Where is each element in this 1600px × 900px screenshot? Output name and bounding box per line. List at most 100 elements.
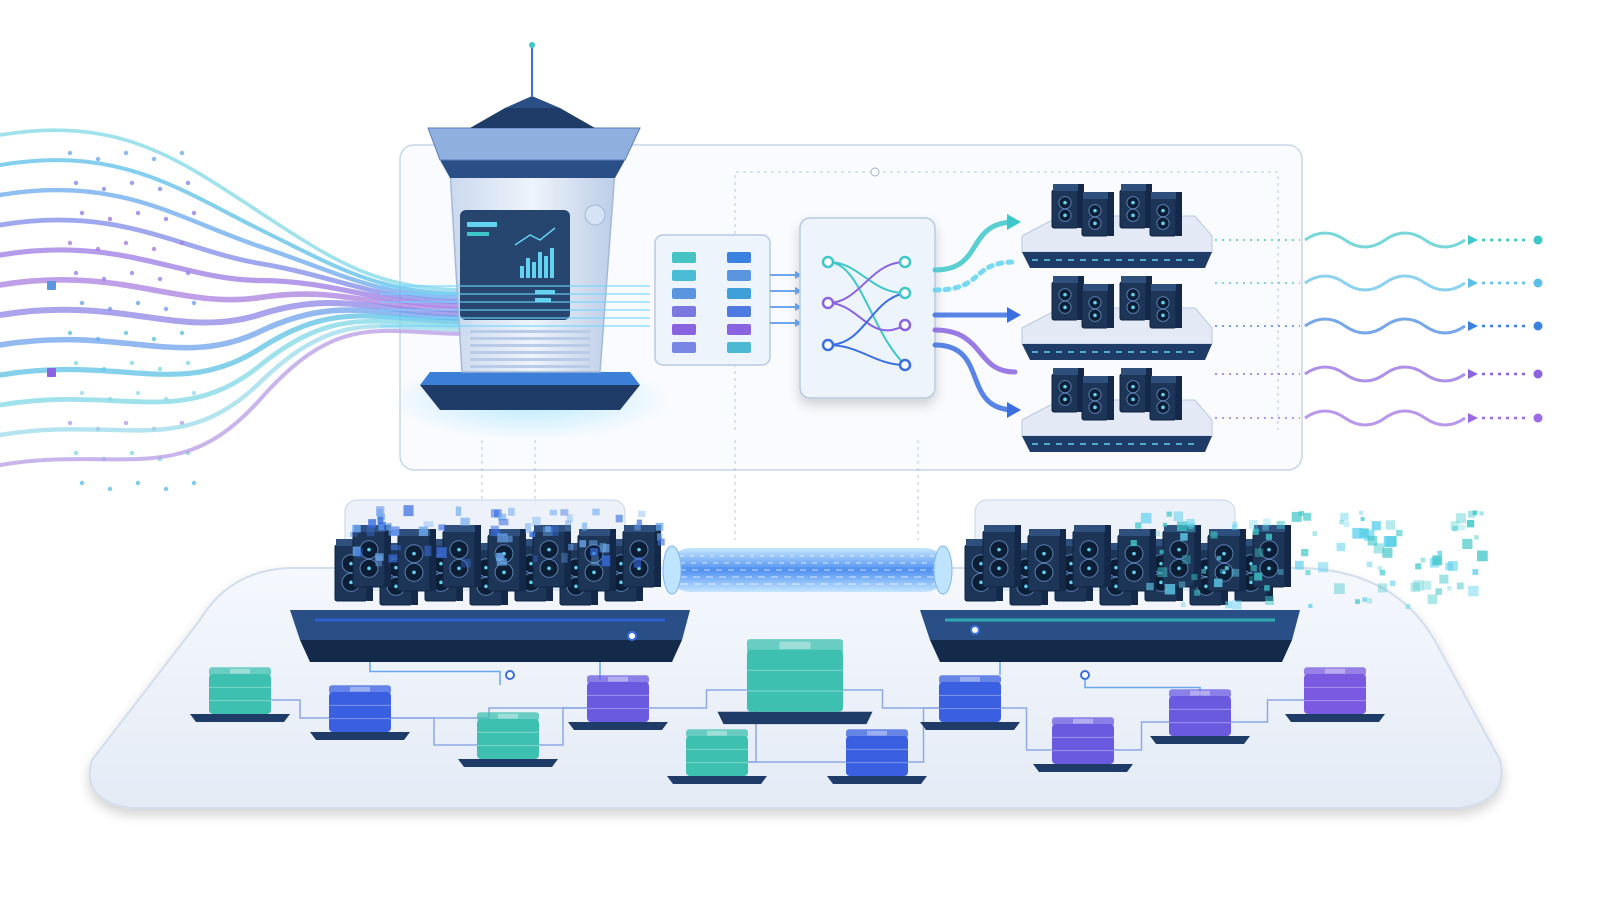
data-particle [1462,538,1473,550]
storage-block-body [1169,696,1231,736]
queue-token-left [672,342,696,353]
data-particle [1435,588,1443,595]
storage-block-body [746,649,844,712]
storage-block-icon [190,667,290,722]
data-particle [1130,539,1137,547]
router-output-port [898,318,912,332]
gpu-fan-hub [1132,570,1136,575]
data-particle [1194,589,1201,596]
data-particle [1178,581,1186,588]
gpu-fan-hub [574,565,578,570]
storage-block-body [587,682,649,722]
storage-block-emblem [230,668,250,674]
data-particle [1176,521,1187,532]
gpu-unit-top [1121,276,1147,283]
gpu-fan-hub [1267,566,1271,571]
data-particle [1472,569,1479,575]
gpu-fan-hub [1161,300,1165,305]
data-particle [390,545,401,551]
data-particle [1413,580,1424,591]
queue-token-right [727,342,751,353]
data-particle [1422,580,1432,590]
stream-dot [101,186,107,192]
stream-dot [179,150,185,156]
data-particle [1162,522,1167,527]
gpu-fan-hub [1063,213,1067,218]
gpu-fan-hub [1087,547,1091,552]
data-particle [581,522,588,531]
data-particle [1366,598,1373,604]
gpu-unit-side [1285,525,1291,587]
gpu-fan-hub [484,565,488,570]
tower-base-glow [420,372,640,385]
outgoing-arrowhead [1468,413,1478,423]
data-particle [1135,522,1142,529]
data-particle [1359,510,1364,515]
data-particle [1385,520,1396,530]
data-particle [561,552,568,563]
data-particle [1479,511,1484,516]
gpu-unit-side [1146,368,1152,412]
data-particle [1298,510,1304,517]
data-particle [1379,569,1386,576]
data-particles [350,505,1488,610]
data-particle [1456,513,1466,524]
data-particle [1225,601,1233,609]
data-particle [497,552,503,561]
route-arrow-line [932,342,1018,413]
storage-block-body [1052,724,1114,764]
stream-dot [67,330,73,336]
data-particle [634,523,641,531]
outgoing-arrowhead [1468,369,1478,379]
gpu-fan-hub [1131,384,1135,389]
queue-token-left [672,288,696,299]
route-arrow-line [932,327,1018,375]
stream-dot [151,156,157,162]
gpu-unit-top [471,543,503,550]
data-particle [1140,512,1152,524]
data-particle [498,513,506,521]
data-particle [1437,550,1443,556]
gpu-unit-top [1254,525,1286,532]
data-particle [1191,574,1198,581]
gpu-unit-side [565,525,571,587]
data-particle [1232,524,1238,530]
cluster-tray-top [920,610,1300,640]
gpu-fan-hub [574,584,578,589]
data-particle [1232,600,1242,610]
drop-lines [481,440,919,540]
storage-block-icon [920,675,1020,730]
gpu-node-stack [1021,184,1213,452]
gpu-fan-hub [1093,392,1097,397]
gpu-unit-side [1108,284,1114,328]
data-particle [1154,531,1160,537]
data-particle [1157,567,1168,578]
data-particle [545,526,551,532]
data-particle [1427,594,1438,605]
gpu-fan-hub [367,547,371,552]
stream-dot [79,480,85,486]
gpu-fan-hub [1161,313,1165,318]
data-particle [636,519,642,526]
data-particle [601,555,611,567]
queue-output-arrow [795,319,802,327]
dashboard-line [535,290,555,294]
stream-dot [191,390,197,396]
data-particle [1294,560,1304,570]
gpu-fan-hub [529,561,533,566]
cluster-to-storage-link [369,658,501,685]
data-particle [1371,521,1381,531]
gpu-fan-hub [997,566,1001,571]
data-particle [590,548,599,556]
gpu-fan-hub [619,561,623,566]
data-particle [591,555,599,567]
storage-block-top [846,729,908,738]
stream-dot [73,450,79,456]
data-particle [352,524,361,533]
stream-dot [123,330,129,336]
tower-cap-glass [427,127,641,161]
data-particle [549,509,558,516]
storage-block-top [209,667,271,676]
data-particle [1254,548,1264,557]
gpu-fan-hub [1222,551,1226,556]
